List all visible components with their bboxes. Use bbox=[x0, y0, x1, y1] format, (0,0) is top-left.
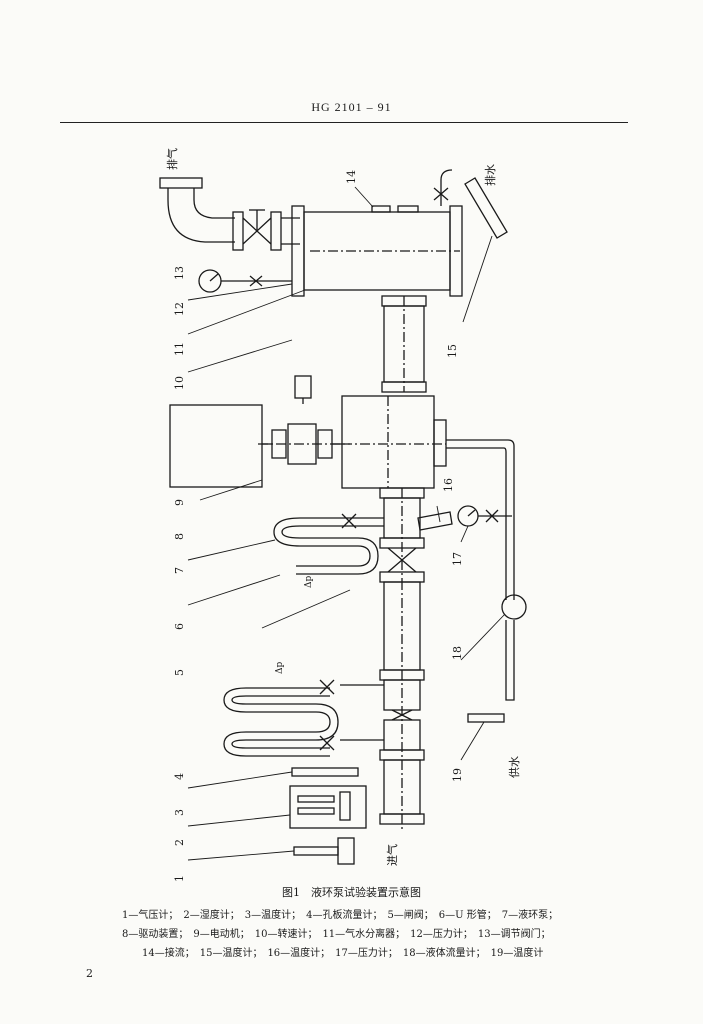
header-rule bbox=[60, 122, 628, 123]
lower-pipe-section bbox=[379, 487, 425, 580]
label-2: 2 bbox=[173, 839, 186, 846]
label-19: 19 bbox=[451, 768, 464, 782]
label-delta-p-upper: Δp bbox=[304, 576, 314, 588]
u-tube-orifice bbox=[223, 679, 339, 757]
label-delta-p-lower: Δp bbox=[275, 662, 285, 674]
label-5: 5 bbox=[173, 669, 186, 676]
pressure-gauge-17 bbox=[457, 505, 512, 527]
figure-caption: 图1 液环泵试验装置示意图 bbox=[282, 886, 421, 899]
legend-line-3: 14—接流； 15—温度计； 16—温度计； 17—压力计； 18—液体流量计；… bbox=[142, 948, 544, 959]
label-14: 14 bbox=[345, 170, 358, 184]
label-7: 7 bbox=[173, 567, 186, 574]
pressure-gauge-12 bbox=[198, 269, 292, 293]
label-supply-water: 供水 bbox=[507, 756, 521, 778]
label-13: 13 bbox=[173, 266, 186, 280]
barometer-1 bbox=[293, 837, 355, 865]
electric-motor-9 bbox=[169, 404, 263, 488]
label-11: 11 bbox=[173, 342, 186, 356]
label-1: 1 bbox=[173, 875, 186, 882]
upper-connection-pipe bbox=[381, 295, 427, 393]
standard-number-header: HG 2101 – 91 bbox=[311, 100, 392, 114]
label-4: 4 bbox=[173, 773, 186, 780]
legend-line-2: 8—驱动装置； 9—电动机； 10—转速计； 11—气水分离器； 12—压力计；… bbox=[122, 929, 551, 940]
orifice-flowmeter-4 bbox=[340, 669, 425, 761]
supply-water-pipe bbox=[446, 439, 527, 701]
label-18: 18 bbox=[451, 646, 464, 660]
label-9: 9 bbox=[173, 499, 186, 506]
bottom-inlet-pipe bbox=[379, 759, 425, 825]
liquid-flowmeter-18 bbox=[501, 594, 527, 620]
page-number: 2 bbox=[86, 967, 93, 980]
thermometer-15 bbox=[464, 177, 508, 239]
legend-line-1: 1—气压计； 2—湿度计； 3—温度计； 4—孔板流量计； 5—闸阀； 6—U … bbox=[122, 910, 559, 921]
thermometer-3 bbox=[289, 785, 367, 829]
label-6: 6 bbox=[173, 623, 186, 630]
label-drain-top: 排水 bbox=[483, 164, 497, 186]
label-3: 3 bbox=[173, 809, 186, 816]
label-15: 15 bbox=[446, 344, 459, 358]
control-valve-13 bbox=[232, 209, 300, 251]
label-17: 17 bbox=[451, 552, 464, 566]
exhaust-pipe bbox=[159, 177, 235, 243]
orifice-instrument-4 bbox=[291, 767, 359, 777]
leader-lines bbox=[187, 186, 506, 861]
label-exhaust: 排气 bbox=[165, 148, 179, 170]
thermometer-16 bbox=[417, 511, 453, 531]
drive-unit-8 bbox=[258, 423, 350, 465]
lower-inlet-pipe bbox=[383, 580, 421, 830]
label-16: 16 bbox=[442, 478, 455, 492]
label-8: 8 bbox=[173, 533, 186, 540]
label-12: 12 bbox=[173, 302, 186, 316]
label-10: 10 bbox=[173, 376, 186, 390]
liquid-ring-pump-7 bbox=[341, 395, 447, 489]
u-tube-6 bbox=[273, 513, 384, 575]
drain-valve-top bbox=[433, 169, 453, 206]
gas-water-separator-11 bbox=[291, 205, 463, 297]
thermometer-19 bbox=[467, 713, 505, 723]
tachometer-10 bbox=[294, 375, 312, 404]
label-inlet: 进气 bbox=[385, 844, 399, 866]
